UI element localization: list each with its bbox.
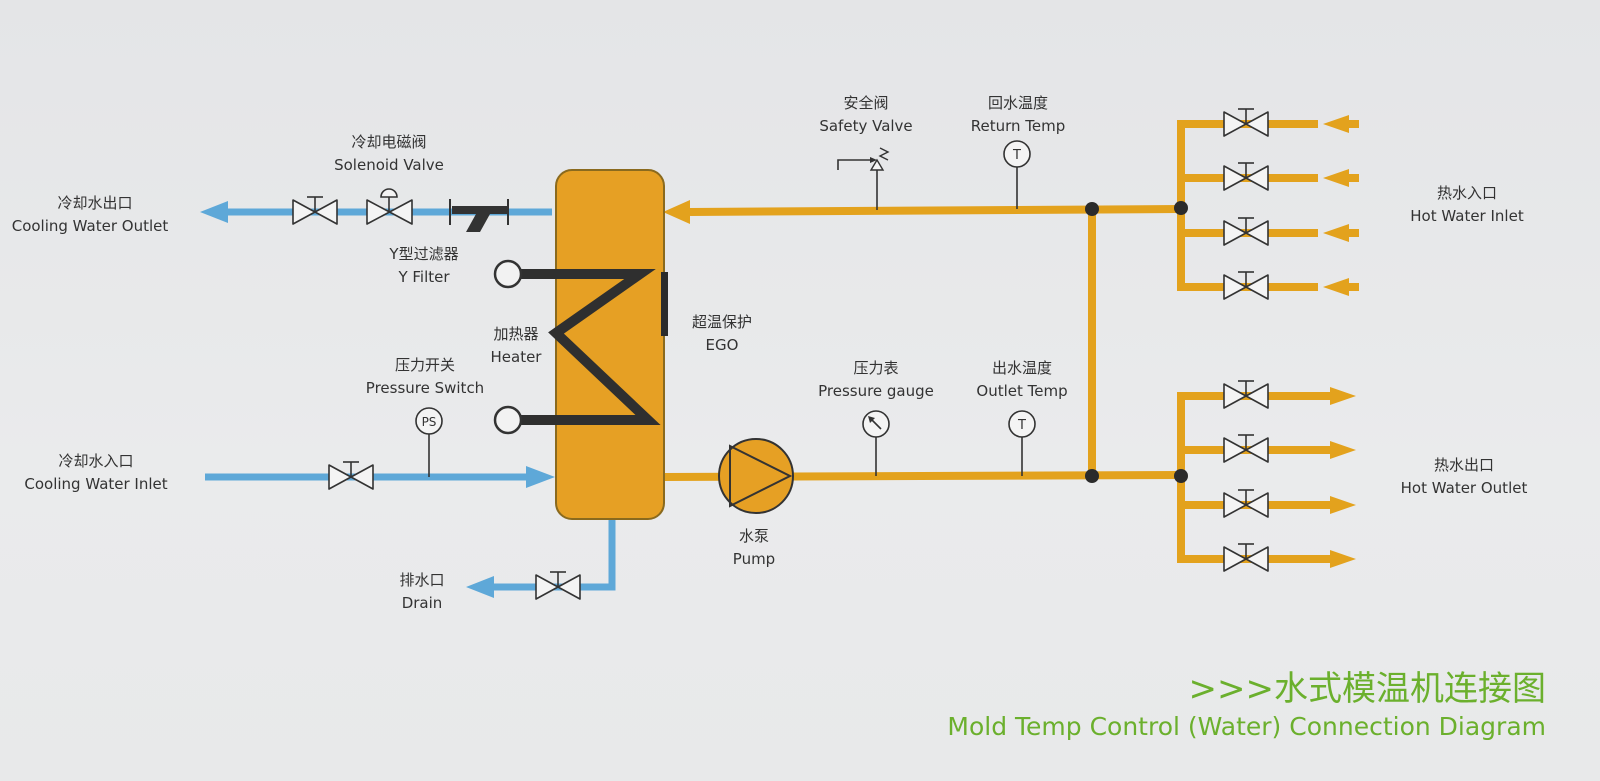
ego-label-cn: 超温保护 [692,313,752,331]
heater-terminal [493,259,523,289]
cooling-outlet-label-cn: 冷却水出口 [57,194,132,212]
hot-inlet-valve [1223,271,1269,300]
cooling-outlet-label-en: Cooling Water Outlet [12,217,169,235]
y-filter [449,199,509,232]
ego-label-en: EGO [706,336,739,354]
junction-dot [1174,201,1188,215]
pressure-gauge [862,410,890,476]
drain-valve [535,571,581,600]
hot-inlet-valve [1223,217,1269,246]
outlet-temp-label-cn: 出水温度 [992,359,1052,377]
return-temp-sensor: T [1003,140,1031,209]
ps-symbol: PS [422,415,437,429]
drain-arrow [466,576,494,598]
solenoid-valve [366,188,413,225]
ego-sensor [661,272,668,336]
t-symbol: T [1012,148,1021,163]
cooling-inlet-label-en: Cooling Water Inlet [24,475,167,493]
diagram-title-en: Mold Temp Control (Water) Connection Dia… [947,712,1546,741]
cooling-outlet-valve [292,196,338,225]
diagram-title-cn: >>>水式模温机连接图 [1189,669,1546,709]
heater-label-cn: 加热器 [493,325,538,343]
junction-dot [1174,469,1188,483]
return-label-en: Return Temp [971,117,1066,135]
hot-inlet-manifold [1174,108,1359,300]
junction-dot [1085,469,1099,483]
t-symbol: T [1017,418,1026,433]
return-line [663,200,1181,224]
pump [718,438,794,514]
pressure-switch: PS [415,407,443,477]
cooling-inlet-valve [328,461,374,490]
drain-label-en: Drain [402,594,443,612]
pump-label-cn: 水泵 [739,527,769,545]
yfilter-label-cn: Y型过滤器 [388,245,458,263]
safety-valve [837,147,890,210]
hot-outlet-arrow [1330,496,1356,514]
safety-label-cn: 安全阀 [843,94,888,112]
gauge-label-cn: 压力表 [853,359,898,377]
heater-terminal [493,405,523,435]
return-arrow [663,200,690,224]
gauge-label-en: Pressure gauge [818,382,934,400]
outlet-temp-sensor: T [1008,410,1036,476]
outlet-temp-label-en: Outlet Temp [976,382,1067,400]
cooling-inlet-pipe [205,466,555,488]
hot-outlet-valve [1223,543,1269,572]
safety-label-en: Safety Valve [819,117,912,135]
cooling-outlet-arrow [200,201,228,223]
yfilter-label-en: Y Filter [397,268,450,286]
pump-label-en: Pump [733,550,775,568]
drain-label-cn: 排水口 [399,571,444,589]
hot-inlet-valve [1223,108,1269,137]
hot-outlet-manifold [1174,380,1356,572]
pswitch-label-en: Pressure Switch [366,379,484,397]
hot-outlet-valve [1223,489,1269,518]
hot-outlet-label-en: Hot Water Outlet [1401,479,1528,497]
heater-label-en: Heater [491,348,543,366]
hot-outlet-valve [1223,380,1269,409]
hot-outlet-label-cn: 热水出口 [1434,456,1494,474]
pswitch-label-cn: 压力开关 [395,356,455,374]
hot-outlet-valve [1223,434,1269,463]
cooling-inlet-label-cn: 冷却水入口 [58,452,133,470]
cooling-inlet-arrow [526,466,555,488]
hot-inlet-label-en: Hot Water Inlet [1410,207,1524,225]
return-label-cn: 回水温度 [988,94,1048,112]
heater-coil [493,259,661,435]
solenoid-label-cn: 冷却电磁阀 [351,133,426,151]
hot-inlet-valve [1223,162,1269,191]
heater-tank [555,169,665,520]
drain-pipe [466,518,616,598]
hot-outlet-arrow [1330,550,1356,568]
solenoid-label-en: Solenoid Valve [334,156,444,174]
junction-dot [1085,202,1099,216]
hot-inlet-label-cn: 热水入口 [1437,184,1497,202]
hot-outlet-arrow [1330,387,1356,405]
hot-outlet-arrow [1330,441,1356,459]
